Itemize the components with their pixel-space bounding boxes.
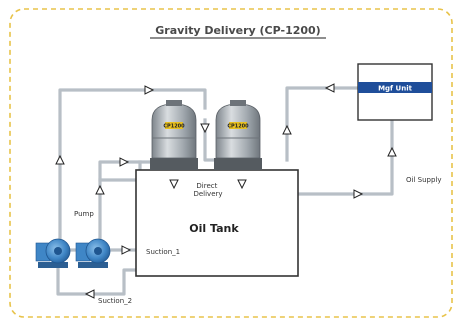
filter-2-base	[214, 158, 262, 170]
flow-arrow-up-oil-supply	[387, 146, 397, 157]
pump-2	[75, 238, 111, 268]
mgf-unit-band	[358, 82, 432, 93]
filter-unit-1: CP1200	[150, 100, 198, 170]
filter-2-tag	[229, 122, 247, 129]
filter-2-cap	[230, 100, 246, 106]
flow-arrow-left-suction2	[84, 289, 95, 299]
pump-1-base	[38, 262, 68, 268]
diagram-title: Gravity Delivery (CP-1200)	[155, 24, 320, 37]
pump-1	[35, 238, 71, 268]
filter-2-body	[215, 103, 261, 159]
oil-supply-label: Oil Supply	[406, 176, 441, 184]
flow-arrow-right-suction1	[121, 245, 132, 255]
oil-tank	[135, 169, 299, 277]
filter-1-cap	[166, 100, 182, 106]
suction-2-label: Suction_2	[98, 297, 132, 305]
flow-arrow-left-unit	[324, 83, 335, 93]
flow-arrow-down-filter1	[200, 123, 210, 134]
pipe-filter-link	[203, 118, 220, 162]
pipe-suction-2	[56, 260, 138, 296]
flow-arrow-up-unit-line	[282, 124, 292, 135]
pump-2-base	[78, 262, 108, 268]
filter-1-tag-text: CP1200	[163, 124, 185, 130]
filter-1-base	[150, 158, 198, 170]
flow-arrow-right-pump2	[119, 157, 130, 167]
mgf-unit: Mgf Unit	[357, 63, 433, 121]
pump-label: Pump	[74, 210, 94, 218]
suction-1-label: Suction_1	[146, 248, 180, 256]
direct-delivery-label: Direct Delivery	[193, 182, 222, 198]
pipe-unit-out	[296, 118, 394, 196]
mgf-unit-label: Mgf Unit	[378, 85, 413, 93]
filter-1-body	[151, 103, 197, 159]
flow-arrow-right-tank-out	[353, 189, 364, 199]
flow-arrow-up-pump	[95, 184, 105, 195]
filter-unit-2: CP1200	[214, 100, 262, 170]
flow-arrow-up-left	[55, 154, 65, 165]
flow-arrows	[55, 83, 397, 299]
filter-1-tag	[165, 122, 183, 129]
pump-1-hub	[54, 247, 62, 255]
direct-delivery-line-2: Delivery	[193, 190, 222, 198]
oil-tank-label: Oil Tank	[189, 222, 239, 235]
pump-2-hub	[94, 247, 102, 255]
flow-arrow-down-direct-1	[169, 179, 179, 190]
direct-delivery-line-1: Direct	[196, 182, 217, 190]
flow-arrow-down-direct-2	[237, 179, 247, 190]
pipe-pump2-up	[98, 160, 152, 240]
filter-2-tag-text: CP1200	[227, 124, 249, 130]
flow-arrow-right-top	[144, 85, 155, 95]
